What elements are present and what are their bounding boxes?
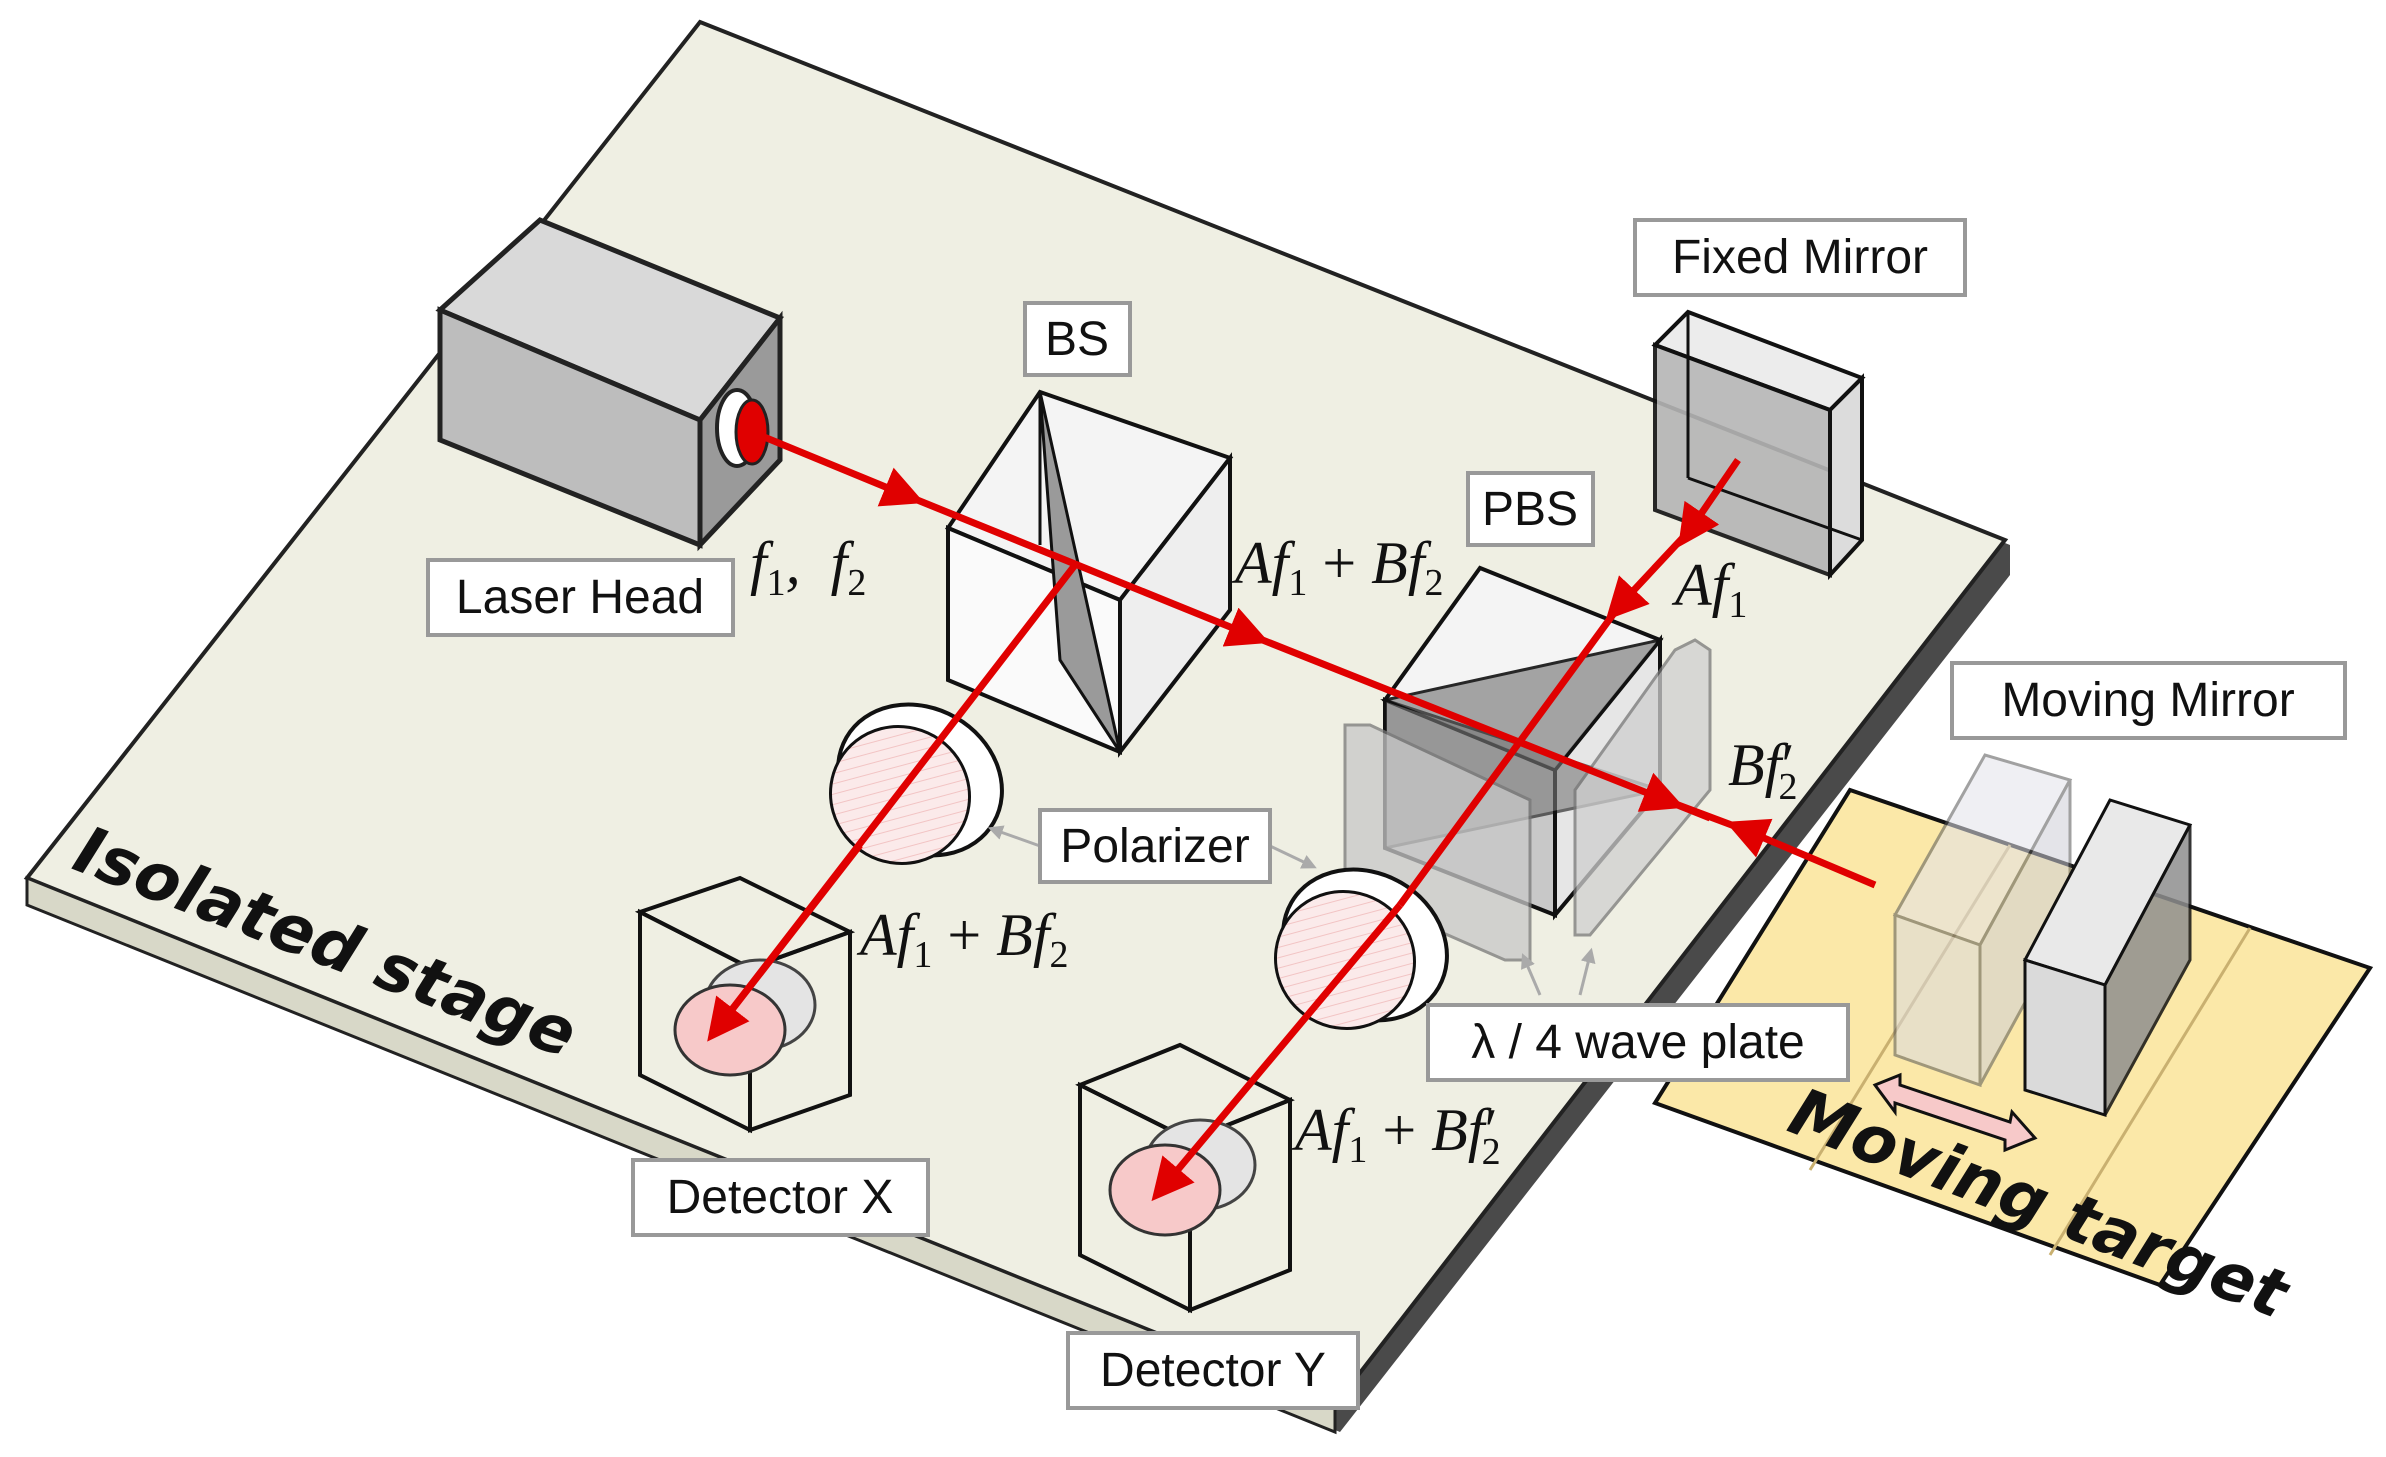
label-bs: BS — [1023, 301, 1132, 377]
label-wave-plate: λ / 4 wave plate — [1426, 1003, 1850, 1082]
svg-text:Af1 + Bf′2: Af1 + Bf′2 — [1291, 1097, 1501, 1173]
svg-text:Polarizer: Polarizer — [1060, 820, 1249, 873]
svg-text:BS: BS — [1045, 313, 1109, 366]
beam-fixed-mirror-arm — [1605, 527, 1693, 621]
equation-detector-y: Af1 + Bf′2 — [1291, 1097, 1501, 1173]
beam-moving-mirror-in-a — [1725, 818, 1877, 889]
svg-text:Fixed Mirror: Fixed Mirror — [1672, 231, 1928, 284]
equation-moving-arm: Bf′2 — [1728, 732, 1797, 808]
label-detector-y: Detector Y — [1066, 1331, 1360, 1410]
moving-target-arrow — [1872, 1072, 2038, 1153]
svg-text:PBS: PBS — [1482, 483, 1578, 536]
label-pbs: PBS — [1466, 471, 1595, 547]
beam-laser-to-bs-b — [903, 491, 1270, 647]
label-detector-x: Detector X — [631, 1158, 930, 1237]
label-polarizer: Polarizer — [1038, 808, 1272, 884]
laser-head — [435, 217, 785, 552]
pointer-arrows — [987, 825, 1596, 996]
svg-text:Detector Y: Detector Y — [1100, 1344, 1326, 1397]
beam-to-detector-y — [1151, 902, 1403, 1202]
label-laser-head: Laser Head — [426, 558, 735, 637]
label-fixed-mirror: Fixed Mirror — [1633, 218, 1967, 297]
beam-splitter — [944, 389, 1234, 758]
svg-text:λ / 4 wave plate: λ / 4 wave plate — [1471, 1016, 1805, 1069]
beam-fixed-mirror-down — [1678, 458, 1741, 548]
svg-text:Af1 + Bf2: Af1 + Bf2 — [856, 902, 1069, 976]
moving-mirror-ghost — [1892, 753, 2073, 1088]
svg-text:Bf′2: Bf′2 — [1728, 732, 1797, 808]
equation-detector-x: Af1 + Bf2 — [856, 902, 1069, 976]
svg-text:Af1 + Bf2: Af1 + Bf2 — [1231, 530, 1444, 604]
svg-text:Detector X: Detector X — [667, 1171, 894, 1224]
svg-text:f1, f2: f1, f2 — [750, 530, 866, 604]
moving-mirror — [2022, 798, 2193, 1118]
beam-laser-to-bs-a — [750, 428, 925, 507]
beam-detector-x-end — [717, 842, 863, 1028]
beam-pbs-diagonal — [1397, 602, 1623, 908]
equation-laser-out: f1, f2 — [750, 530, 866, 604]
equation-bs-to-pbs: Af1 + Bf2 — [1231, 530, 1444, 604]
svg-text:Laser Head: Laser Head — [456, 571, 704, 624]
beam-moving-mirror-in-b — [1663, 796, 1747, 834]
label-moving-mirror: Moving Mirror — [1950, 661, 2347, 740]
svg-text:Moving Mirror: Moving Mirror — [2001, 674, 2294, 727]
beam-bs-to-pbs — [1248, 631, 1685, 812]
